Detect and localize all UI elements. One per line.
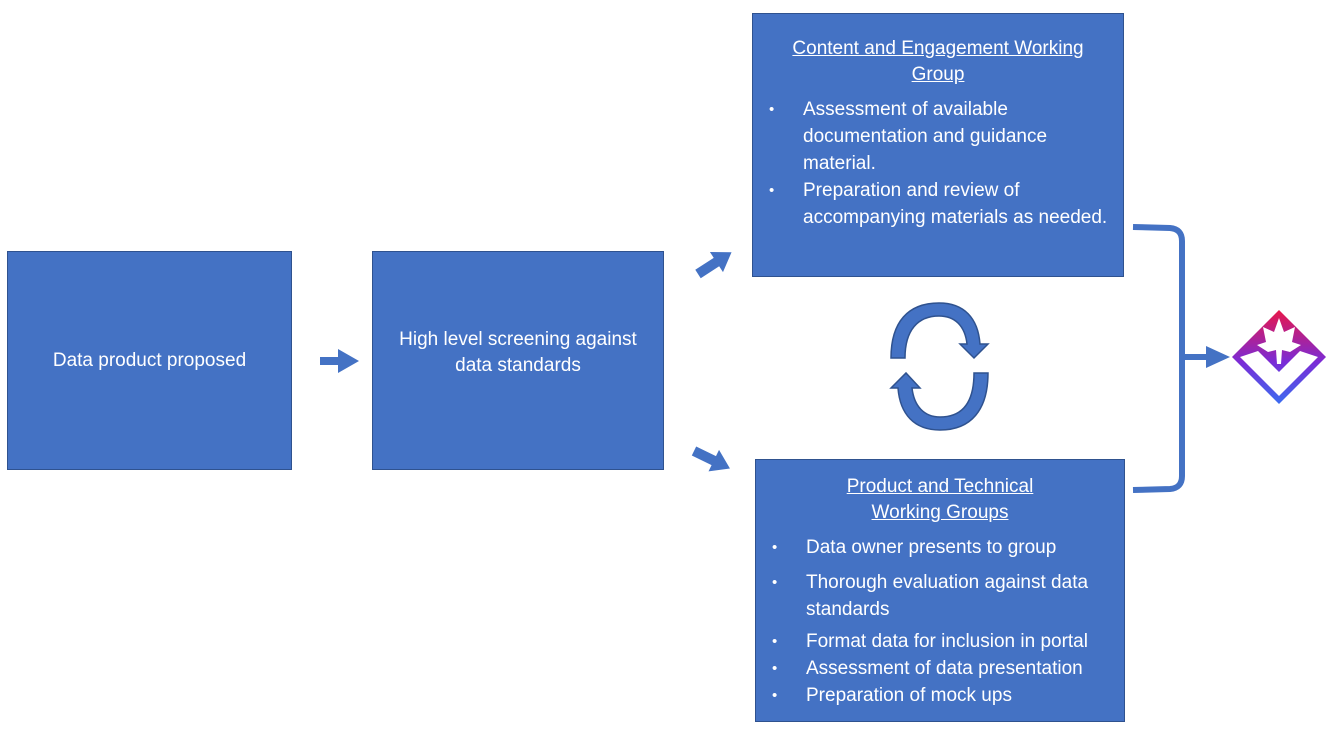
group-item: Data owner presents to group bbox=[766, 534, 1114, 561]
group-item: Format data for inclusion in portal bbox=[766, 628, 1114, 655]
group-item-list: Assessment of available documentation an… bbox=[763, 96, 1113, 231]
merge-bracket bbox=[1132, 224, 1230, 493]
group-item-list: Data owner presents to group Thorough ev… bbox=[766, 534, 1114, 709]
arrow-down-right-icon bbox=[691, 446, 730, 472]
group-item: Assessment of available documentation an… bbox=[763, 96, 1113, 177]
arrow-right-icon bbox=[320, 349, 359, 373]
group-title-line-1: Product and Technical bbox=[846, 476, 1034, 497]
group-item: Preparation and review of accompanying m… bbox=[763, 177, 1113, 231]
group-item: Assessment of data presentation bbox=[766, 655, 1114, 682]
cycle-arrows-icon bbox=[889, 302, 990, 431]
maple-leaf-diamond-logo bbox=[1232, 310, 1326, 404]
node-high-level-screening: High level screening against data standa… bbox=[372, 251, 664, 470]
node-label: Data product proposed bbox=[52, 349, 247, 371]
node-product-technical-groups: Product and Technical Working Groups Dat… bbox=[755, 459, 1125, 722]
group-title: Content and Engagement Working Group bbox=[792, 38, 1084, 85]
group-title: Product and Technical Working Groups bbox=[766, 474, 1114, 526]
arrow-up-right-icon bbox=[695, 251, 732, 279]
node-content-engagement-group: Content and Engagement Working Group Ass… bbox=[752, 13, 1124, 277]
group-item: Thorough evaluation against data standar… bbox=[766, 569, 1114, 623]
group-title-line-2: Working Groups bbox=[871, 502, 1009, 523]
node-data-product-proposed: Data product proposed bbox=[7, 251, 292, 470]
node-label: High level screening against data standa… bbox=[399, 328, 637, 376]
group-item: Preparation of mock ups bbox=[766, 682, 1114, 709]
